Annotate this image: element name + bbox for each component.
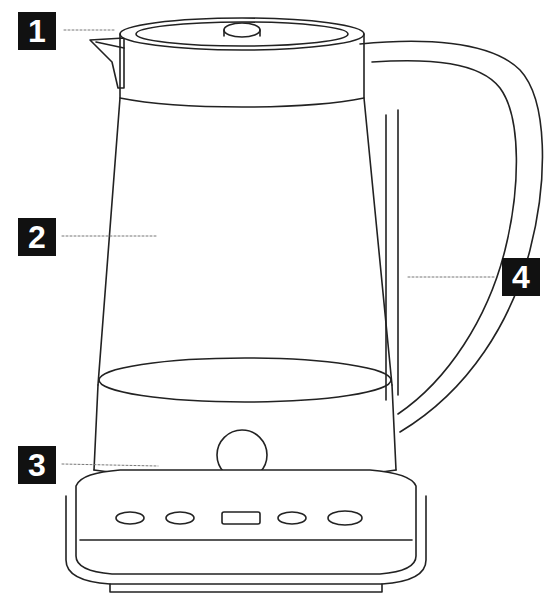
handle-strip [385,115,387,400]
callout-number: 1 [18,12,56,50]
leader-line [62,464,158,466]
handle-strip [397,110,399,395]
base-plinth [76,470,416,574]
top-band [120,34,364,107]
control-button [278,512,306,524]
handle-outer [360,41,542,432]
callout-number: 2 [18,218,56,256]
control-button [166,512,194,524]
lid-knob [224,30,260,36]
display [222,512,260,524]
leader-line [408,277,496,278]
lid [120,18,364,50]
base-plinth [80,539,412,541]
handle-inner [372,61,516,414]
glass-body [98,98,392,385]
spout [90,38,124,88]
water-line [99,358,391,402]
base-foot [110,584,382,592]
leader-line [64,30,116,31]
lid-ring [136,22,348,46]
leader-line [62,236,158,237]
base-plinth [66,496,426,584]
callout-number: 4 [502,258,540,296]
lid-knob [224,23,260,37]
control-button [328,511,362,525]
control-button [116,512,144,524]
callout-number: 3 [18,446,56,484]
